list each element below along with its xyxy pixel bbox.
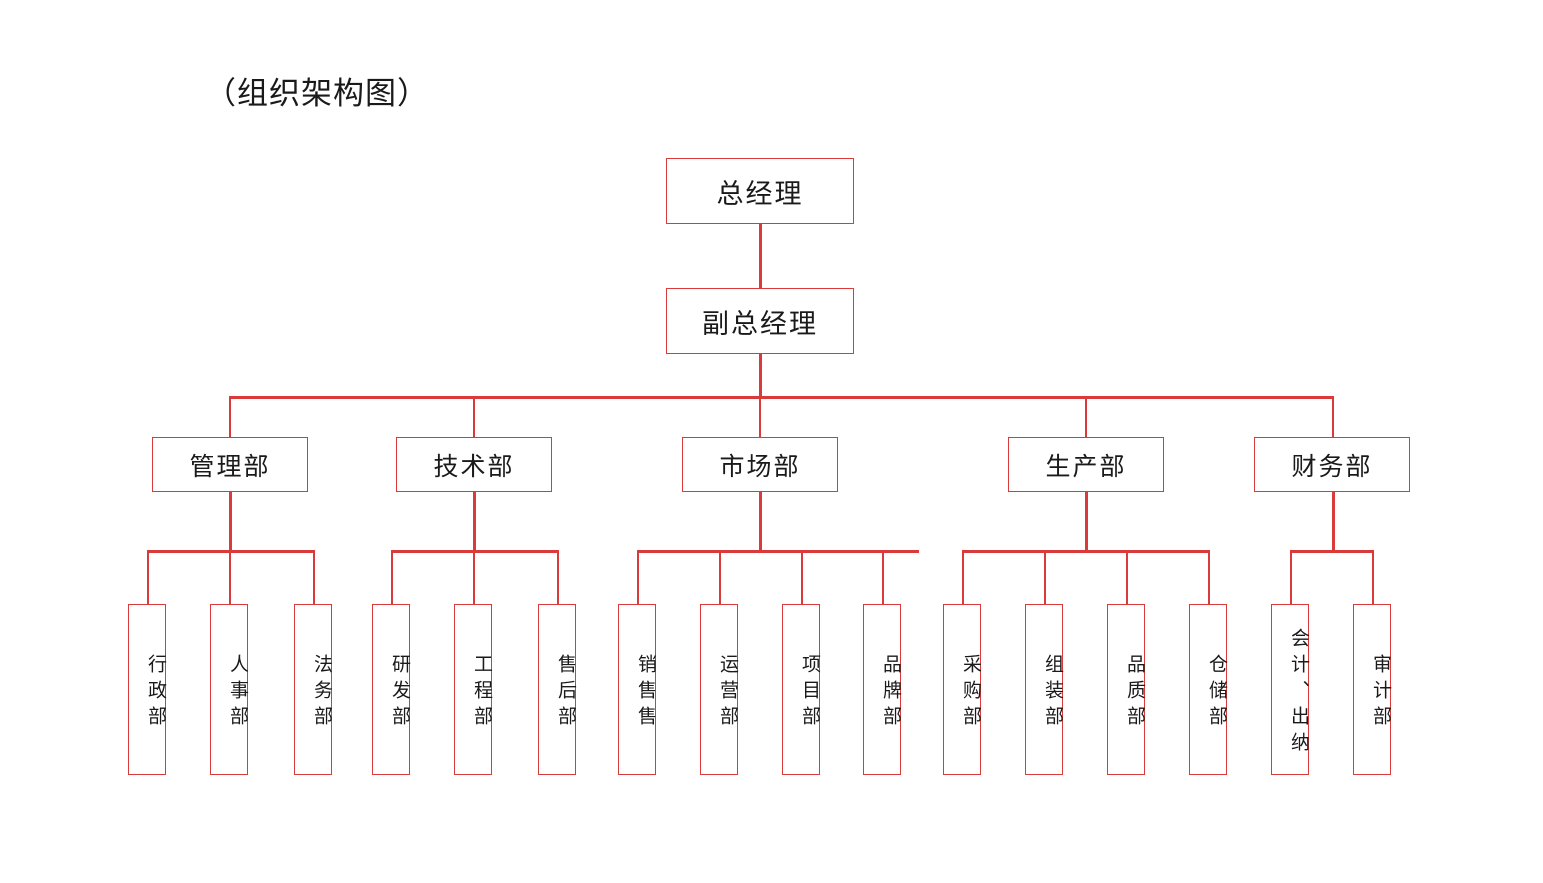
node-leaf-engineering[interactable]: 工程部 xyxy=(454,604,492,775)
node-label: 采购部 xyxy=(960,653,981,732)
node-label: 市场部 xyxy=(719,453,801,481)
node-label: 副总经理 xyxy=(702,308,818,339)
node-department-finance[interactable]: 财务部 xyxy=(1254,437,1410,492)
connector-drop-legal xyxy=(313,550,315,604)
node-label: 技术部 xyxy=(433,453,515,481)
connector-bus-market xyxy=(637,550,919,553)
node-leaf-accounting-cashier[interactable]: 会计、出纳 xyxy=(1271,604,1309,775)
connector-stem-technology xyxy=(473,492,476,552)
connector-drop-sales xyxy=(637,550,639,604)
node-label: 销售售 xyxy=(635,653,656,732)
node-label: 品牌部 xyxy=(880,653,901,732)
node-leaf-legal[interactable]: 法务部 xyxy=(294,604,332,775)
node-department-management[interactable]: 管理部 xyxy=(152,437,308,492)
node-leaf-warehouse[interactable]: 仓储部 xyxy=(1189,604,1227,775)
node-leaf-audit[interactable]: 审计部 xyxy=(1353,604,1391,775)
node-leaf-brand[interactable]: 品牌部 xyxy=(863,604,901,775)
connector-drop-aftersales xyxy=(557,550,559,604)
connector-drop-purchasing xyxy=(962,550,964,604)
node-label: 品质部 xyxy=(1124,653,1145,732)
node-leaf-project[interactable]: 项目部 xyxy=(782,604,820,775)
node-leaf-purchasing[interactable]: 采购部 xyxy=(943,604,981,775)
connector-dgm-stem xyxy=(759,354,762,398)
connector-drop-assembly xyxy=(1044,550,1046,604)
connector-drop-audit xyxy=(1372,550,1374,604)
connector-drop-rnd xyxy=(391,550,393,604)
connector-drop-admin xyxy=(147,550,149,604)
connector-drop-production xyxy=(1085,396,1087,437)
connector-drop-technology xyxy=(473,396,475,437)
node-label: 人事部 xyxy=(227,653,248,732)
connector-bus-finance xyxy=(1290,550,1374,553)
connector-drop-accounting xyxy=(1290,550,1292,604)
connector-gm-to-dgm xyxy=(759,224,762,288)
node-label: 审计部 xyxy=(1370,653,1391,732)
connector-stem-production xyxy=(1085,492,1088,552)
connector-drop-market xyxy=(759,396,761,437)
node-leaf-operations[interactable]: 运营部 xyxy=(700,604,738,775)
connector-drop-hr xyxy=(229,550,231,604)
connector-bus-management xyxy=(147,550,315,553)
node-label: 运营部 xyxy=(717,653,738,732)
node-label: 管理部 xyxy=(189,453,271,481)
connector-department-bus xyxy=(229,396,1334,399)
connector-bus-technology xyxy=(391,550,559,553)
node-label: 总经理 xyxy=(716,178,804,209)
node-leaf-quality[interactable]: 品质部 xyxy=(1107,604,1145,775)
connector-drop-warehouse xyxy=(1208,550,1210,604)
connector-drop-finance xyxy=(1332,396,1334,437)
node-label: 会计、出纳 xyxy=(1288,627,1309,758)
connector-stem-market xyxy=(759,492,762,552)
node-label: 组装部 xyxy=(1042,653,1063,732)
connector-drop-project xyxy=(801,550,803,604)
node-label: 生产部 xyxy=(1045,453,1127,481)
node-label: 项目部 xyxy=(799,653,820,732)
node-label: 法务部 xyxy=(311,653,332,732)
node-label: 财务部 xyxy=(1291,453,1373,481)
connector-bus-production xyxy=(962,550,1210,553)
node-deputy-general-manager[interactable]: 副总经理 xyxy=(666,288,854,354)
node-department-production[interactable]: 生产部 xyxy=(1008,437,1164,492)
node-department-market[interactable]: 市场部 xyxy=(682,437,838,492)
node-department-technology[interactable]: 技术部 xyxy=(396,437,552,492)
node-leaf-assembly[interactable]: 组装部 xyxy=(1025,604,1063,775)
node-leaf-sales[interactable]: 销售售 xyxy=(618,604,656,775)
connector-drop-engineering xyxy=(473,550,475,604)
node-label: 研发部 xyxy=(389,653,410,732)
connector-drop-brand xyxy=(882,550,884,604)
connector-stem-management xyxy=(229,492,232,552)
node-leaf-aftersales[interactable]: 售后部 xyxy=(538,604,576,775)
node-leaf-admin[interactable]: 行政部 xyxy=(128,604,166,775)
node-label: 售后部 xyxy=(555,653,576,732)
node-label: 行政部 xyxy=(145,653,166,732)
node-label: 仓储部 xyxy=(1206,653,1227,732)
connector-drop-quality xyxy=(1126,550,1128,604)
node-leaf-hr[interactable]: 人事部 xyxy=(210,604,248,775)
connector-stem-finance xyxy=(1332,492,1335,552)
node-leaf-rnd[interactable]: 研发部 xyxy=(372,604,410,775)
page-title: （组织架构图） xyxy=(205,76,429,111)
node-label: 工程部 xyxy=(471,653,492,732)
connector-drop-management xyxy=(229,396,231,437)
connector-drop-operations xyxy=(719,550,721,604)
node-general-manager[interactable]: 总经理 xyxy=(666,158,854,224)
